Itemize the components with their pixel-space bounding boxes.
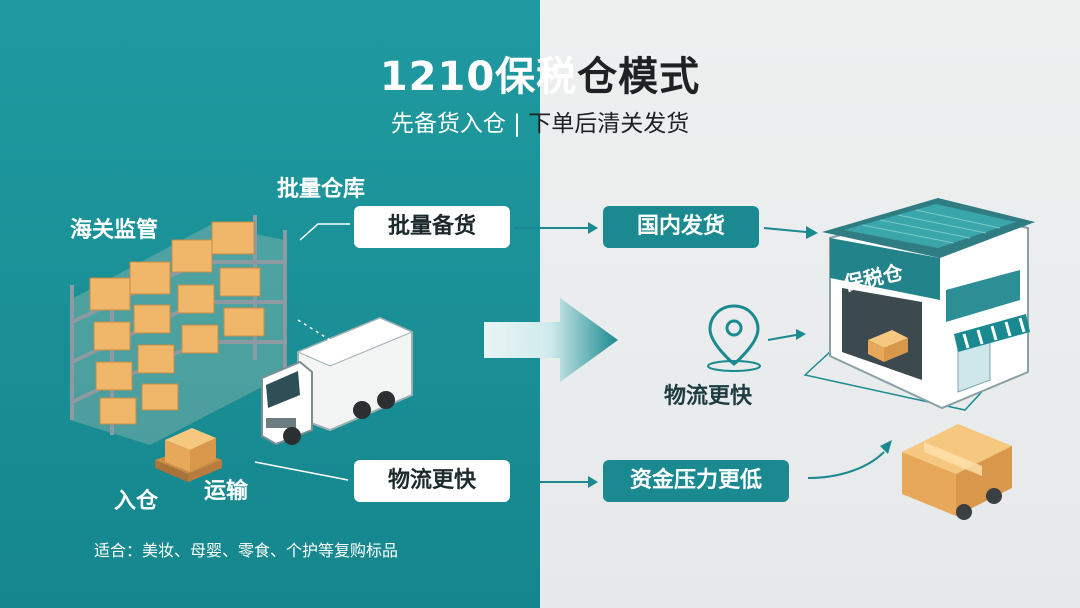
location-pin-icon — [707, 304, 761, 372]
pill-domestic-shipping: 国内发货 — [603, 206, 759, 248]
shelf-icon — [70, 215, 287, 445]
pill-lower-capital-pressure: 资金压力更低 — [603, 460, 789, 502]
label-transport: 运输 — [204, 479, 249, 504]
subtitle-left: 先备货入仓 — [390, 111, 506, 137]
arrow-curve-to-box — [807, 440, 892, 479]
subtitle-right: 下单后清关发货 — [528, 111, 690, 137]
arrow-pin-to-warehouse — [767, 329, 806, 341]
arrow-logistics-to-capital — [514, 476, 598, 488]
pallet-box-icon — [155, 428, 222, 482]
connector-lines — [254, 223, 350, 481]
label-faster-logistics: 物流更快 — [664, 384, 753, 409]
subtitle-separator: | — [505, 111, 529, 137]
label-batch-warehouse: 批量仓库 — [277, 177, 366, 202]
delivery-box-icon — [902, 424, 1012, 520]
pill-batch-stock: 批量备货 — [354, 206, 510, 248]
arrow-right-icon — [484, 298, 618, 382]
pill-faster-logistics: 物流更快 — [354, 460, 510, 502]
label-customs-supervision: 海关监管 — [70, 218, 159, 243]
warehouse-icon — [803, 198, 1035, 411]
title-left: 1210保税 — [379, 54, 578, 100]
arrow-batch-to-domestic — [514, 222, 598, 234]
truck-icon — [261, 316, 414, 446]
page-title: 1210保税仓模式 — [0, 44, 1080, 102]
footnote: 适合：美妆、母婴、零食、个护等复购标品 — [94, 541, 399, 560]
page-subtitle: 先备货入仓 | 下单后清关发货 — [0, 104, 1080, 138]
arrow-domestic-to-warehouse — [763, 226, 818, 239]
label-inbound: 入仓 — [114, 489, 159, 514]
title-right: 仓模式 — [577, 54, 701, 100]
